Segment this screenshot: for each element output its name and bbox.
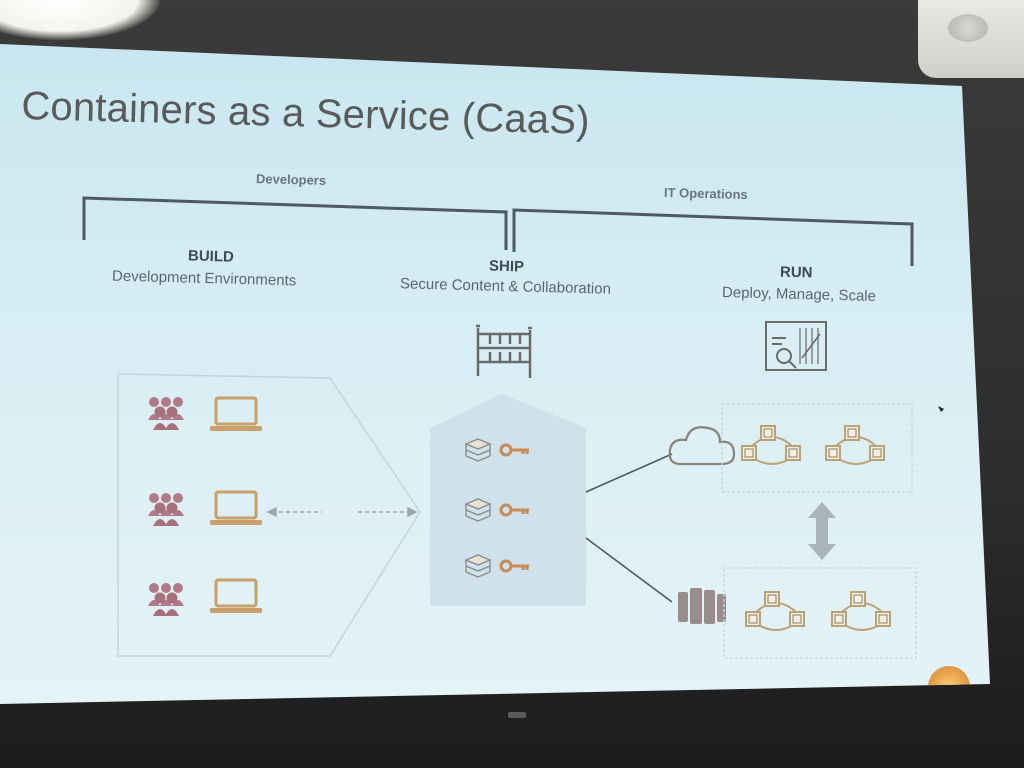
ship-to-datacenter-line — [585, 537, 673, 603]
datacenter-cluster-panel — [723, 567, 917, 659]
cursor-icon — [938, 406, 944, 412]
ship-to-cloud-line — [585, 453, 673, 493]
cloud-cluster-panel — [721, 403, 913, 493]
projector-lens — [948, 14, 988, 42]
management-dashboard-icon — [765, 321, 827, 371]
build-row-1 — [148, 396, 264, 433]
caas-diagram — [82, 196, 944, 659]
stage-heading-ship: SHIP — [488, 257, 525, 276]
users-icon — [148, 493, 184, 526]
stage-heading-run: RUN — [779, 263, 813, 282]
build-row-3 — [148, 578, 264, 616]
ship-registry-panel — [430, 394, 586, 606]
container-cluster-icon — [741, 425, 801, 465]
projector-screen-mark — [508, 712, 526, 718]
build-area-panel — [117, 373, 421, 657]
build-ship-arrows — [266, 506, 418, 518]
registry-icon — [476, 324, 532, 378]
laptop-icon — [208, 396, 264, 433]
container-cluster-icon — [825, 425, 885, 465]
container-cluster-icon — [831, 591, 891, 631]
stage-heading-build: BUILD — [187, 247, 235, 266]
server-rack-icon — [678, 588, 726, 624]
it-operations-bracket — [512, 208, 914, 266]
users-icon — [148, 397, 184, 430]
container-cluster-icon — [745, 591, 805, 631]
group-label-it-operations: IT Operations — [663, 184, 748, 203]
users-icon — [148, 583, 184, 616]
group-label-developers: Developers — [255, 171, 327, 188]
developers-bracket — [82, 196, 508, 250]
presentation-slide: Containers as a Service (CaaS) Developer… — [0, 44, 990, 704]
build-row-2 — [148, 490, 264, 527]
ceiling-light — [0, 0, 160, 40]
cloud-icon — [668, 426, 736, 466]
laptop-icon — [208, 578, 264, 615]
migration-arrow — [808, 502, 836, 560]
projector — [918, 0, 1024, 78]
logo-badge — [928, 666, 970, 704]
laptop-icon — [208, 490, 264, 527]
